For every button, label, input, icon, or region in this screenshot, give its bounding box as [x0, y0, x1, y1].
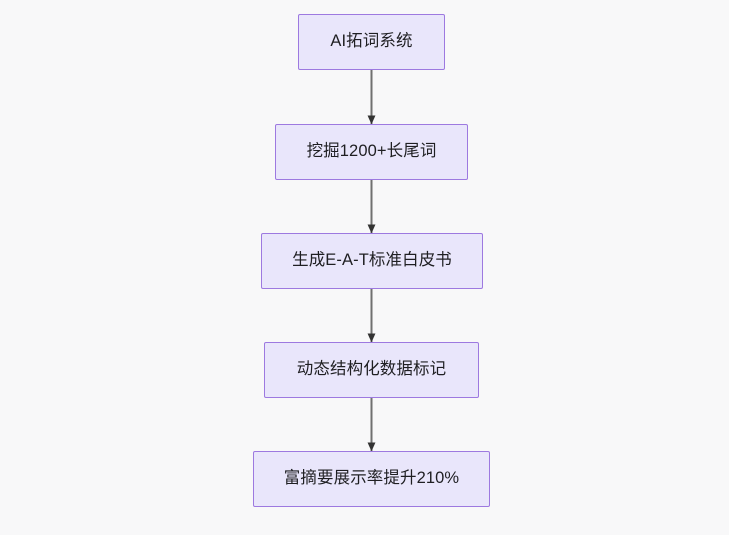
- node-label: 富摘要展示率提升210%: [283, 469, 460, 488]
- node-label: AI拓词系统: [330, 32, 413, 51]
- flowchart-node-longtail-mining[interactable]: 挖掘1200+长尾词: [275, 124, 468, 180]
- node-label: 动态结构化数据标记: [296, 360, 447, 379]
- flowchart-node-rich-snippet-result[interactable]: 富摘要展示率提升210%: [253, 451, 490, 507]
- node-label: 挖掘1200+长尾词: [306, 142, 437, 161]
- flowchart-node-ai-keyword-system[interactable]: AI拓词系统: [298, 14, 445, 70]
- flowchart-node-eat-whitepaper[interactable]: 生成E-A-T标准白皮书: [261, 233, 483, 289]
- node-label: 生成E-A-T标准白皮书: [292, 251, 452, 270]
- flowchart-node-structured-data-markup[interactable]: 动态结构化数据标记: [264, 342, 479, 398]
